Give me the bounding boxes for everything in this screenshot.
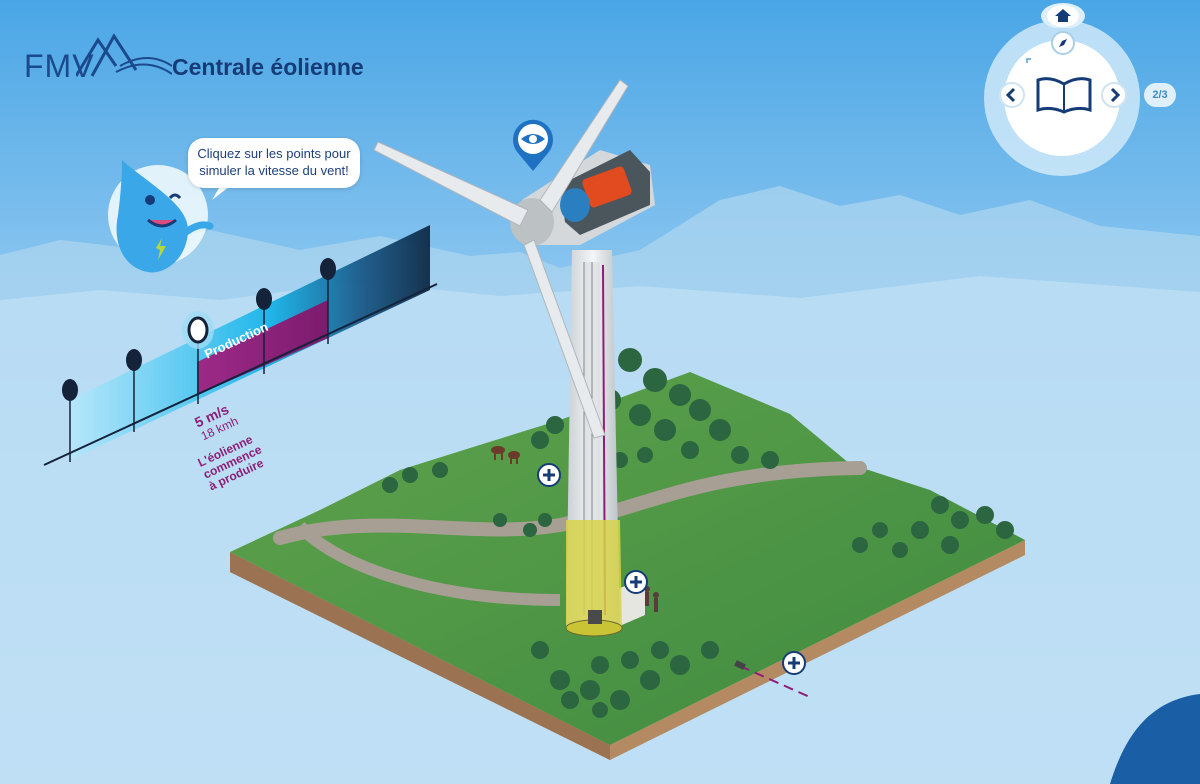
wind-speed-scale bbox=[43, 225, 438, 466]
eye-icon bbox=[521, 134, 545, 144]
home-icon bbox=[1055, 9, 1071, 22]
plus-icon bbox=[630, 576, 642, 588]
fmv-logo: FMV bbox=[24, 26, 172, 86]
chevron-right-icon bbox=[1110, 87, 1121, 103]
next-page-button[interactable] bbox=[1100, 81, 1128, 109]
mascot-speech-bubble: Cliquez sur les points pour simuler la v… bbox=[188, 138, 360, 188]
home-button[interactable] bbox=[1040, 0, 1086, 28]
book-icon[interactable] bbox=[1034, 70, 1094, 116]
info-plus-button-2[interactable] bbox=[624, 570, 650, 596]
mascot-water-drop bbox=[108, 160, 214, 273]
view-hotspot-button[interactable] bbox=[508, 117, 558, 173]
info-plus-button-3[interactable] bbox=[782, 651, 808, 677]
compass-button[interactable] bbox=[1050, 30, 1076, 56]
compass-icon bbox=[1059, 39, 1067, 47]
landscape-island bbox=[230, 348, 1025, 760]
speed-point-2[interactable] bbox=[126, 349, 142, 371]
speed-point-3-selected[interactable] bbox=[182, 311, 214, 349]
logo-text: FMV bbox=[24, 48, 95, 84]
speed-point-5[interactable] bbox=[320, 258, 336, 280]
fullscreen-icon[interactable] bbox=[1026, 58, 1038, 70]
page-indicator: 2/3 bbox=[1144, 83, 1176, 107]
plus-icon bbox=[788, 657, 800, 669]
plus-icon bbox=[543, 469, 555, 481]
info-plus-button-1[interactable] bbox=[537, 463, 563, 489]
page-title: Centrale éolienne bbox=[172, 54, 364, 80]
prev-page-button[interactable] bbox=[998, 81, 1026, 109]
speed-point-1[interactable] bbox=[62, 379, 78, 401]
wind-turbine bbox=[373, 79, 655, 637]
mountain-logo-icon bbox=[76, 33, 172, 77]
speed-point-4[interactable] bbox=[256, 288, 272, 310]
chevron-left-icon bbox=[1005, 87, 1016, 103]
